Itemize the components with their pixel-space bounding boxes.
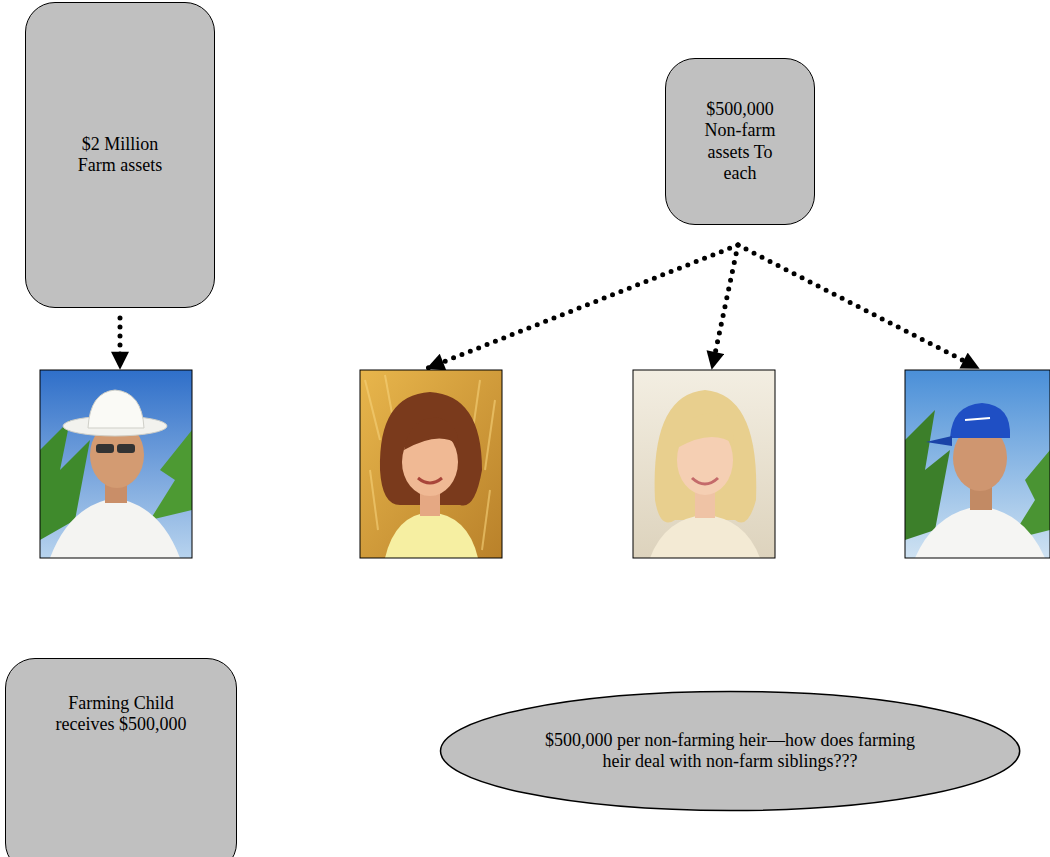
node-text: $500,000 Non-farm assets To each — [701, 99, 779, 184]
dotted-arrow — [118, 318, 123, 368]
dotted-arrow — [712, 245, 738, 368]
woman-blonde-photo — [633, 370, 775, 558]
node-text: $2 Million Farm assets — [77, 134, 163, 176]
heir-box: Farming Child receives $500,000 — [5, 658, 237, 857]
dotted-arrow — [428, 245, 738, 368]
question-ellipse: $500,000 per non-farming heir—how does f… — [439, 690, 1021, 812]
asset-box: $500,000 Non-farm assets To each — [665, 58, 815, 225]
woman-wheat-photo — [360, 370, 502, 558]
farmer-photo — [40, 370, 192, 558]
photo-frame — [905, 370, 1050, 558]
asset-box: $2 Million Farm assets — [25, 2, 215, 308]
node-text: $500,000 per non-farming heir—how does f… — [540, 730, 920, 772]
photo-frame — [633, 370, 775, 558]
ellipse-shape — [440, 692, 1019, 811]
dotted-arrow — [738, 245, 978, 368]
photo-frame — [360, 370, 502, 558]
node-text: Farming Child receives $500,000 — [41, 693, 201, 735]
photo-frame — [40, 370, 192, 558]
dotted-arrows — [120, 245, 978, 368]
man-cap-photo — [905, 370, 1050, 558]
